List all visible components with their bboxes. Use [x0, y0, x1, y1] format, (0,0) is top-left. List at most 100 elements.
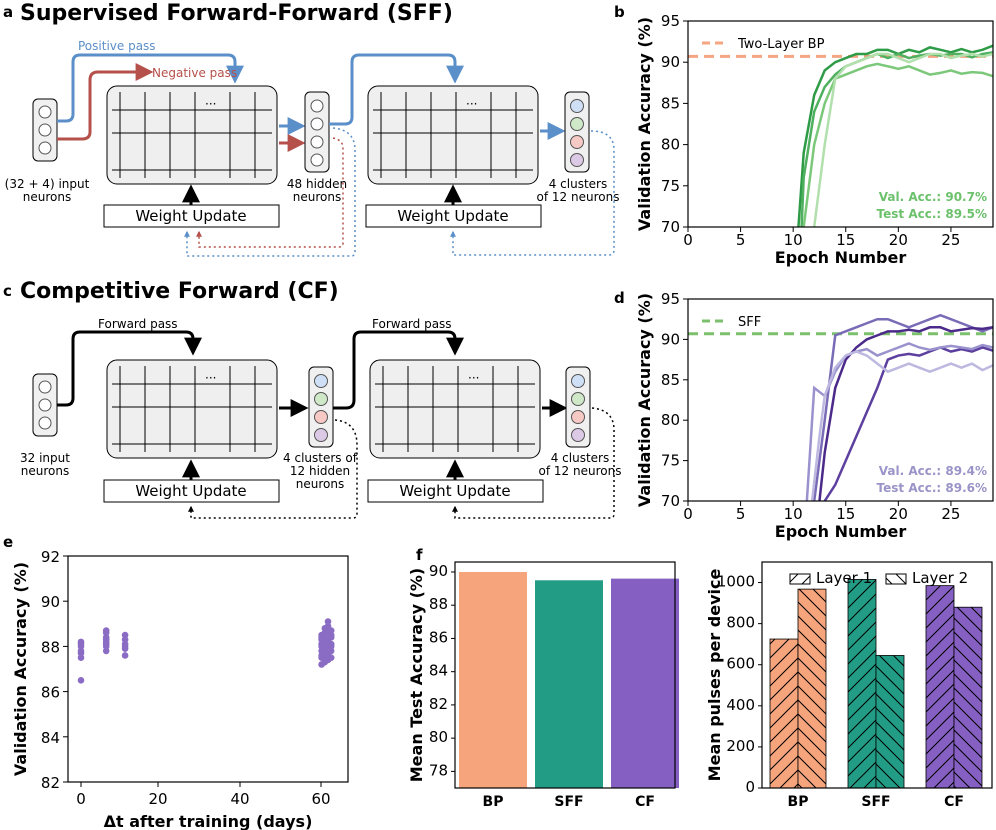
bar-bp	[459, 571, 527, 788]
sff-hidden-layer	[304, 91, 330, 173]
scatter-point	[77, 677, 85, 684]
scatter-point	[327, 647, 335, 655]
y-tick-label: 90	[661, 53, 680, 71]
bar-hatch	[848, 579, 876, 788]
y-tick-label: 95	[661, 290, 680, 308]
cf-hidden-label-3: neurons	[296, 477, 344, 491]
cf-crossbar-1-ellipsis: ···	[205, 371, 216, 385]
x-tick-label: 25	[941, 505, 960, 523]
legend-swatch-hatch	[886, 574, 906, 584]
bar-cf	[611, 578, 679, 788]
sff-crossbar-1: ···	[106, 85, 278, 185]
cf-crossbar-2: ···	[369, 359, 541, 459]
cf-hidden-label-1: 4 clusters of	[283, 451, 358, 465]
x-tick-label: CF	[944, 794, 964, 810]
y-tick-label: 86	[41, 684, 60, 702]
cf-crossbar-2-ellipsis: ···	[468, 371, 479, 385]
legend-label: SFF	[738, 315, 761, 330]
cf-hidden-label-2: 12 hidden	[290, 464, 350, 478]
legend-swatch-hatch	[790, 574, 810, 584]
sff-positive-pass-label: Positive pass	[78, 39, 156, 53]
sff-positive-pass-arrow	[57, 53, 244, 123]
y-axis-label: Mean Test Accuracy (%)	[407, 568, 426, 782]
scatter-point	[102, 640, 110, 648]
accuracy-annotation: Test Acc.: 89.6%	[877, 481, 987, 495]
sff-crossbar-1-ellipsis: ···	[205, 97, 216, 111]
x-axis-label: Epoch Number	[775, 248, 907, 267]
legend-label: Layer 1	[816, 569, 872, 587]
scatter-point	[77, 640, 85, 648]
y-axis-label: Validation Accuracy (%)	[635, 293, 654, 507]
scatter-point	[327, 643, 335, 650]
y-tick-label: 1000	[717, 573, 755, 591]
panel-a-letter: a	[3, 3, 13, 21]
y-tick-label: 88	[429, 595, 448, 613]
x-tick-label: 20	[889, 505, 908, 523]
plot-frame	[67, 555, 349, 783]
legend-label: Two-Layer BP	[737, 37, 825, 52]
y-tick-label: 95	[661, 12, 680, 30]
scatter-point	[77, 649, 85, 657]
bar-sff	[535, 580, 603, 788]
plot-frame	[687, 298, 994, 502]
cf-crossbar-1: ···	[106, 359, 278, 459]
x-tick-label: 0	[76, 790, 86, 808]
panel-d-letter: d	[614, 289, 625, 307]
x-tick-label: 25	[941, 231, 960, 249]
accuracy-annotation: Test Acc.: 89.5%	[877, 207, 987, 221]
accuracy-annotation: Val. Acc.: 89.4%	[879, 464, 987, 478]
scatter-point	[327, 654, 335, 661]
y-tick-label: 200	[726, 737, 755, 755]
sff-negative-pass-arrow	[57, 63, 154, 141]
cf-forward-pass-1-label: Forward pass	[98, 317, 178, 331]
sff-crossbar-2-ellipsis: ···	[466, 97, 477, 111]
series-line-4	[812, 52, 993, 227]
y-tick-label: 80	[661, 411, 680, 429]
y-tick-label: 84	[41, 729, 60, 747]
scatter-point	[102, 627, 110, 634]
cf-input-label-2: neurons	[21, 464, 69, 478]
cf-hidden-layer	[308, 366, 334, 448]
cf-input-label-1: 32 input	[20, 451, 70, 465]
sff-hidden-label-2: neurons	[293, 190, 341, 204]
x-tick-label: 20	[148, 790, 167, 808]
y-tick-label: 92	[41, 548, 60, 566]
cf-weight-update-2-label: Weight Update	[399, 482, 510, 500]
y-tick-label: 90	[661, 330, 680, 348]
bar-hatch	[876, 655, 904, 788]
y-tick-label: 800	[726, 614, 755, 632]
x-tick-label: 15	[836, 231, 855, 249]
sff-output-layer	[564, 91, 590, 173]
panel-c: c Competitive Forward (CF) 32 input neur…	[3, 279, 621, 519]
x-tick-label: 0	[683, 505, 693, 523]
plot-frame	[761, 561, 993, 789]
x-tick-label: CF	[635, 794, 655, 810]
legend-label: Layer 2	[912, 569, 968, 587]
x-tick-label: 15	[836, 505, 855, 523]
y-tick-label: 90	[41, 593, 60, 611]
series-line-2	[818, 326, 993, 501]
scatter-point	[327, 627, 335, 634]
panel-c-letter: c	[3, 282, 12, 300]
x-tick-label: SFF	[554, 794, 583, 810]
sff-hidden-label-1: 48 hidden	[287, 177, 347, 191]
y-tick-label: 70	[661, 218, 680, 236]
y-tick-label: 0	[745, 778, 755, 796]
x-tick-label: 40	[230, 790, 249, 808]
sff-weight-update-1-label: Weight Update	[135, 207, 246, 225]
sff-input-layer	[32, 98, 58, 162]
y-tick-label: 75	[661, 452, 680, 470]
sff-output-label-1: 4 clusters	[549, 177, 608, 191]
y-axis-label: Validation Accuracy (%)	[635, 17, 654, 231]
sff-weight-update-2-label: Weight Update	[397, 207, 508, 225]
y-tick-label: 80	[429, 728, 448, 746]
scatter-point	[327, 631, 335, 639]
y-tick-label: 75	[661, 177, 680, 195]
panel-f-letter: f	[416, 546, 423, 564]
scatter-point	[121, 652, 129, 659]
y-tick-label: 90	[429, 562, 448, 580]
x-tick-label: 0	[683, 231, 693, 249]
series-line-5	[810, 350, 993, 501]
